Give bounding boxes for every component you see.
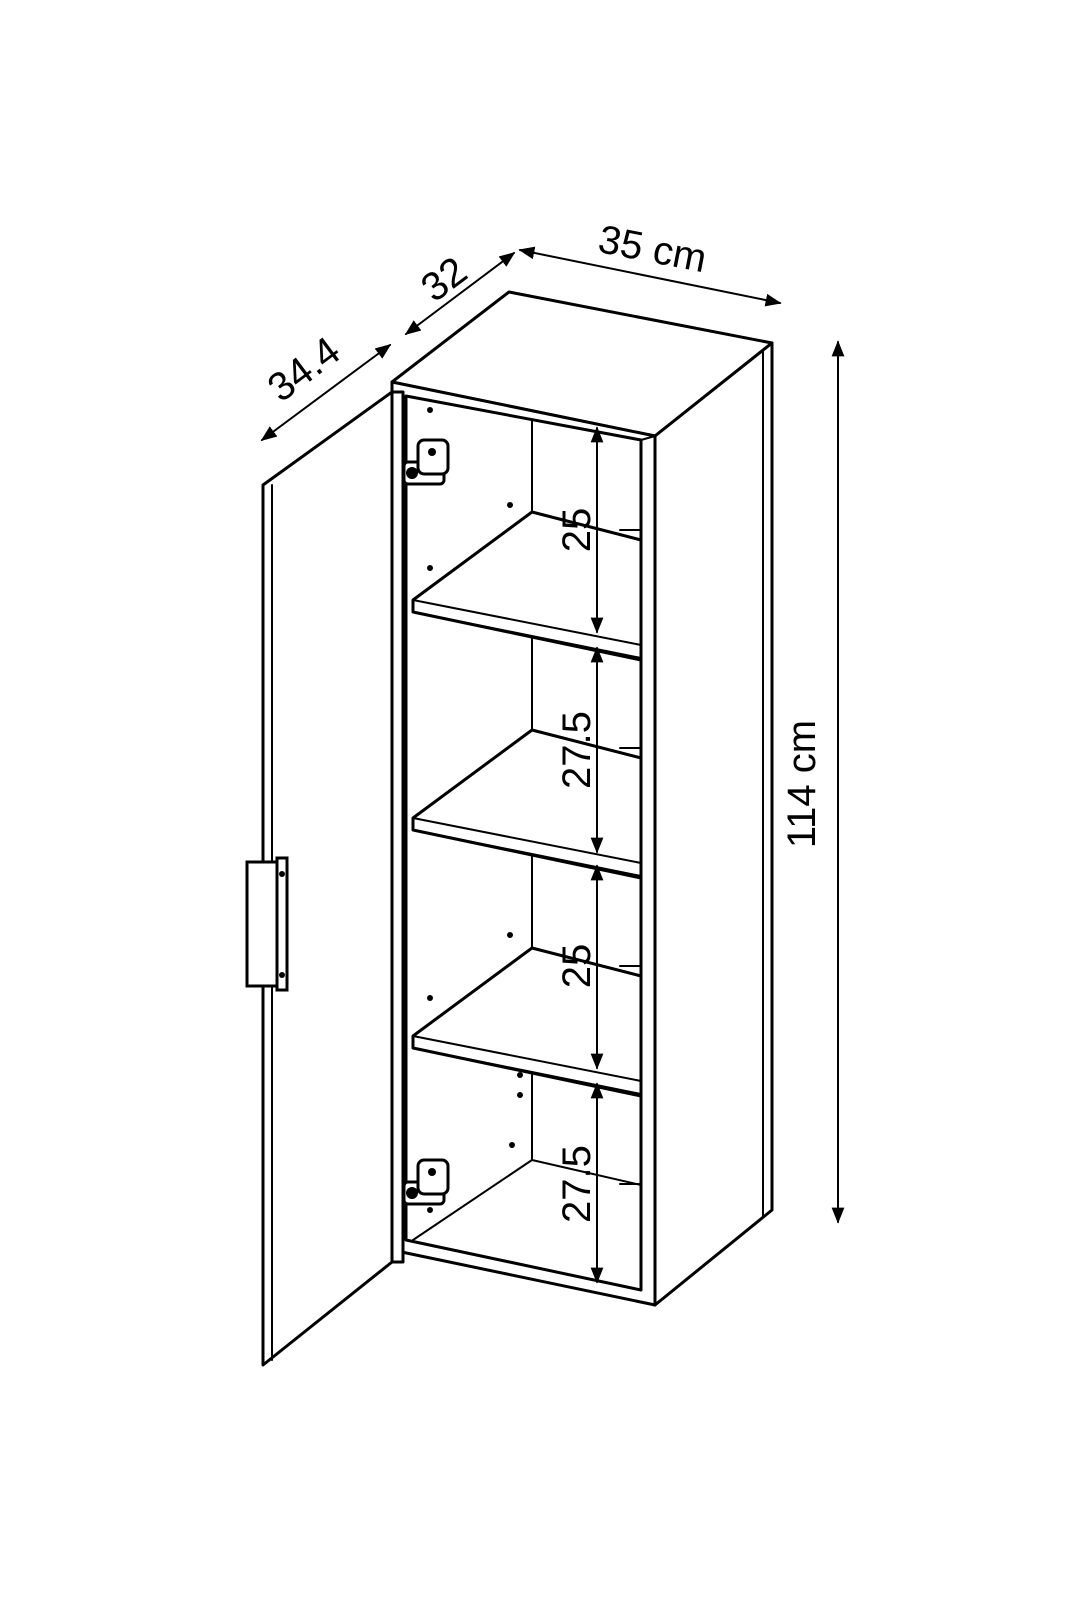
depth-with-door-label: 34.4 [260,329,349,411]
shelf-spacing-dimension-4: 27.5 [555,1082,604,1284]
cabinet-side-panel [653,341,774,1307]
shelf-spacing-label-4: 27.5 [555,1145,599,1223]
shelf-spacing-label-3: 25 [555,944,599,989]
height-label: 114 cm [780,720,824,848]
width-label: 35 cm [595,217,710,281]
height-dimension: 114 cm [780,340,845,1224]
cabinet-bottom [412,1159,642,1241]
top-corner-edge [640,435,656,441]
shelf-spacing-label-1: 25 [555,508,599,553]
shelf-spacing-label-2: 27.5 [555,711,599,789]
shelf-pin-holes [427,407,523,1213]
shelf-spacing-dimension-3: 25 [555,864,604,1070]
shelf-3 [411,946,643,1098]
shelf-spacing-dimension-1: 25 [555,426,604,634]
inner-tick-marks [619,529,642,1185]
cabinet-body [390,290,774,1307]
depth-label: 32 [413,249,475,311]
shelf-spacing-dimension-2: 27.5 [555,646,604,854]
door-handle-icon [245,856,289,992]
cabinet-door [245,390,405,1367]
shelf-1 [411,510,643,662]
width-dimension: 35 cm [518,217,782,307]
